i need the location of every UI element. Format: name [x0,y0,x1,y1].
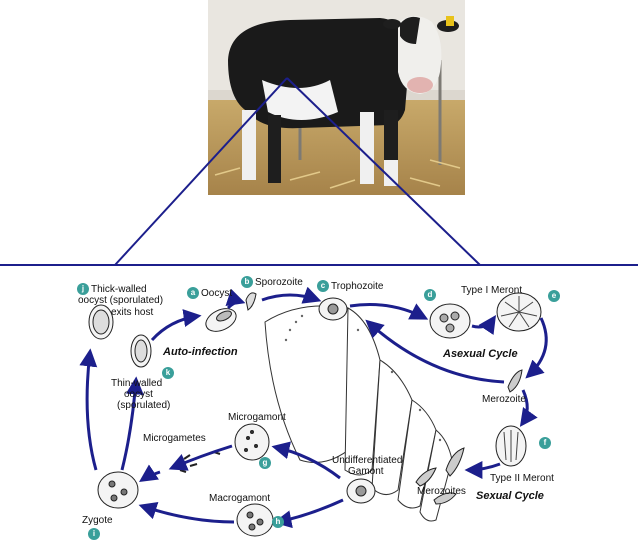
arrow-zygote-to-thin-oocyst [120,376,144,471]
badge-g: g [259,457,271,469]
badge-f: f [539,437,551,449]
arrow-merozoite-back-to-trophozoite [365,319,505,384]
label-thick-oocyst-sporulated: oocyst (sporulated) [78,295,164,306]
label-thin-walled: Thin-walled [111,378,163,389]
cycle-arrows [79,286,548,529]
badge-b: b [241,276,253,288]
arrow-trophozoite-to-meront [349,303,429,320]
label-sporozoite: Sporozoite [255,277,303,288]
label-sexual-cycle: Sexual Cycle [476,490,544,502]
arrow-zygote-to-thick-oocyst [79,348,98,471]
arrow-merozoite-to-type2 [519,389,538,427]
label-auto-infection: Auto-infection [163,346,238,358]
label-microgametes: Microgametes [143,433,206,444]
arrow-thin-oocyst-auto-infection [150,309,202,342]
arrow-microgametes-to-zygote [139,464,161,482]
label-asexual-cycle: Asexual Cycle [443,348,518,360]
badge-d: d [424,289,436,301]
arrow-gamont-to-microgamont [271,441,341,480]
arrow-oocyst-to-sporozoite [225,288,246,310]
arrow-sporozoite-to-trophozoite [261,286,322,304]
label-merozoite: Merozoite [482,394,526,405]
badge-i: i [88,528,100,540]
badge-e: e [548,290,560,302]
arrow-gamont-to-macrogamont [273,498,344,529]
badge-h: h [272,516,284,528]
label-microgamont: Microgamont [228,412,286,423]
arrow-type2-to-merozoites [464,460,501,479]
calf-photo [208,0,465,195]
label-undifferentiated: Undifferentiated [332,455,403,466]
badge-k: k [162,367,174,379]
label-gamont: Gamont [348,466,384,477]
label-zygote: Zygote [82,515,113,526]
label-thin-oocyst: oocyst [124,389,153,400]
label-oocyst: Oocyst [201,288,233,299]
label-type1-meront: Type I Meront [461,285,523,296]
label-thick-walled: Thick-walled [91,284,147,295]
arrow-meront-d-to-e [471,315,496,335]
cell-illustrations [88,292,542,537]
zoom-lines [0,77,638,266]
badge-a: a [187,287,199,299]
intestinal-villi-illustration [264,305,453,522]
label-trophozoite: Trophozoite [331,281,384,292]
label-merozoites: Merozoites [417,486,466,497]
badge-c: c [317,280,329,292]
label-macrogamont: Macrogamont [209,493,271,504]
label-type2-meront: Type II Meront [490,473,554,484]
badge-j: j [77,283,89,295]
label-exits-host: exits host [111,307,154,318]
label-thin-sporulated: (sporulated) [117,400,171,411]
arrow-meront-to-merozoite [525,317,548,379]
arrow-microgamont-to-microgametes [168,444,233,471]
arrow-macrogamont-to-zygote [138,502,235,524]
